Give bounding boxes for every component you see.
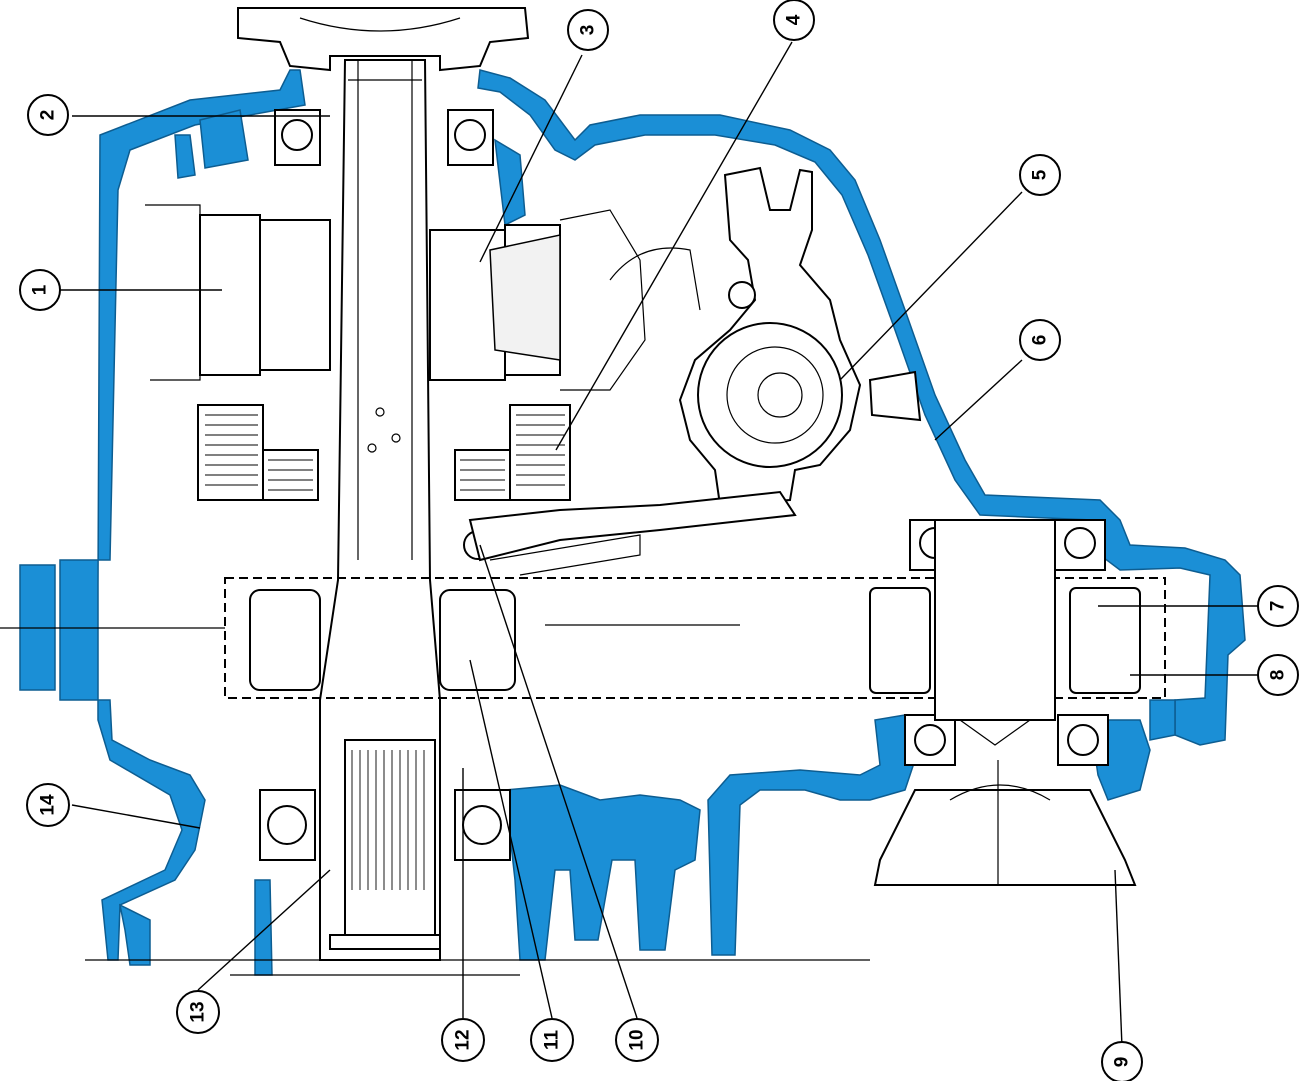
output-spline <box>329 739 441 950</box>
callout-14-label: 14 <box>38 794 59 816</box>
callout-13: 13 <box>176 990 220 1034</box>
callout-4-label: 4 <box>784 14 805 25</box>
leader-13 <box>197 869 331 991</box>
leader-lines <box>60 41 1258 1048</box>
callout-9: 9 <box>1101 1041 1143 1081</box>
leader-14 <box>71 804 201 829</box>
callout-3-label: 3 <box>578 25 599 36</box>
shift-linkage <box>468 490 797 576</box>
callout-13-label: 13 <box>188 1001 209 1022</box>
callout-8-label: 8 <box>1268 670 1289 681</box>
callout-11: 11 <box>530 1018 574 1062</box>
callout-5-label: 5 <box>1030 169 1051 180</box>
callout-7: 7 <box>1257 585 1299 627</box>
callout-1: 1 <box>19 269 61 311</box>
callout-10: 10 <box>615 1018 659 1062</box>
planetary-gear-set <box>145 204 646 391</box>
leader-6 <box>934 359 1023 441</box>
housing-casing <box>19 69 1246 976</box>
chain-drive <box>0 519 1166 746</box>
top-output-flange <box>237 7 530 72</box>
callout-6-label: 6 <box>1030 335 1051 346</box>
leader-11 <box>469 659 553 1019</box>
callout-8: 8 <box>1257 654 1299 696</box>
base-line <box>85 959 870 976</box>
callout-9-label: 9 <box>1112 1057 1133 1068</box>
callout-12: 12 <box>441 1018 485 1062</box>
leader-5 <box>839 191 1023 381</box>
front-output-flange <box>873 760 1137 886</box>
callout-2-label: 2 <box>38 110 59 121</box>
callout-14: 14 <box>26 783 70 827</box>
callout-10-label: 10 <box>627 1029 648 1050</box>
leader-10 <box>479 544 638 1019</box>
callout-11-label: 11 <box>542 1030 563 1051</box>
callout-3: 3 <box>567 9 609 51</box>
callout-7-label: 7 <box>1268 601 1289 612</box>
leader-4 <box>555 41 793 451</box>
main-shaft <box>319 59 441 961</box>
leader-9 <box>1114 869 1123 1048</box>
clutch-pack <box>197 404 571 501</box>
shift-fork <box>609 166 922 507</box>
callout-2: 2 <box>27 94 69 136</box>
callout-6: 6 <box>1019 319 1061 361</box>
leader-3 <box>479 54 583 263</box>
callout-5: 5 <box>1019 154 1061 196</box>
callout-4: 4 <box>773 0 815 41</box>
callout-12-label: 12 <box>453 1029 474 1050</box>
callout-1-label: 1 <box>30 284 51 295</box>
